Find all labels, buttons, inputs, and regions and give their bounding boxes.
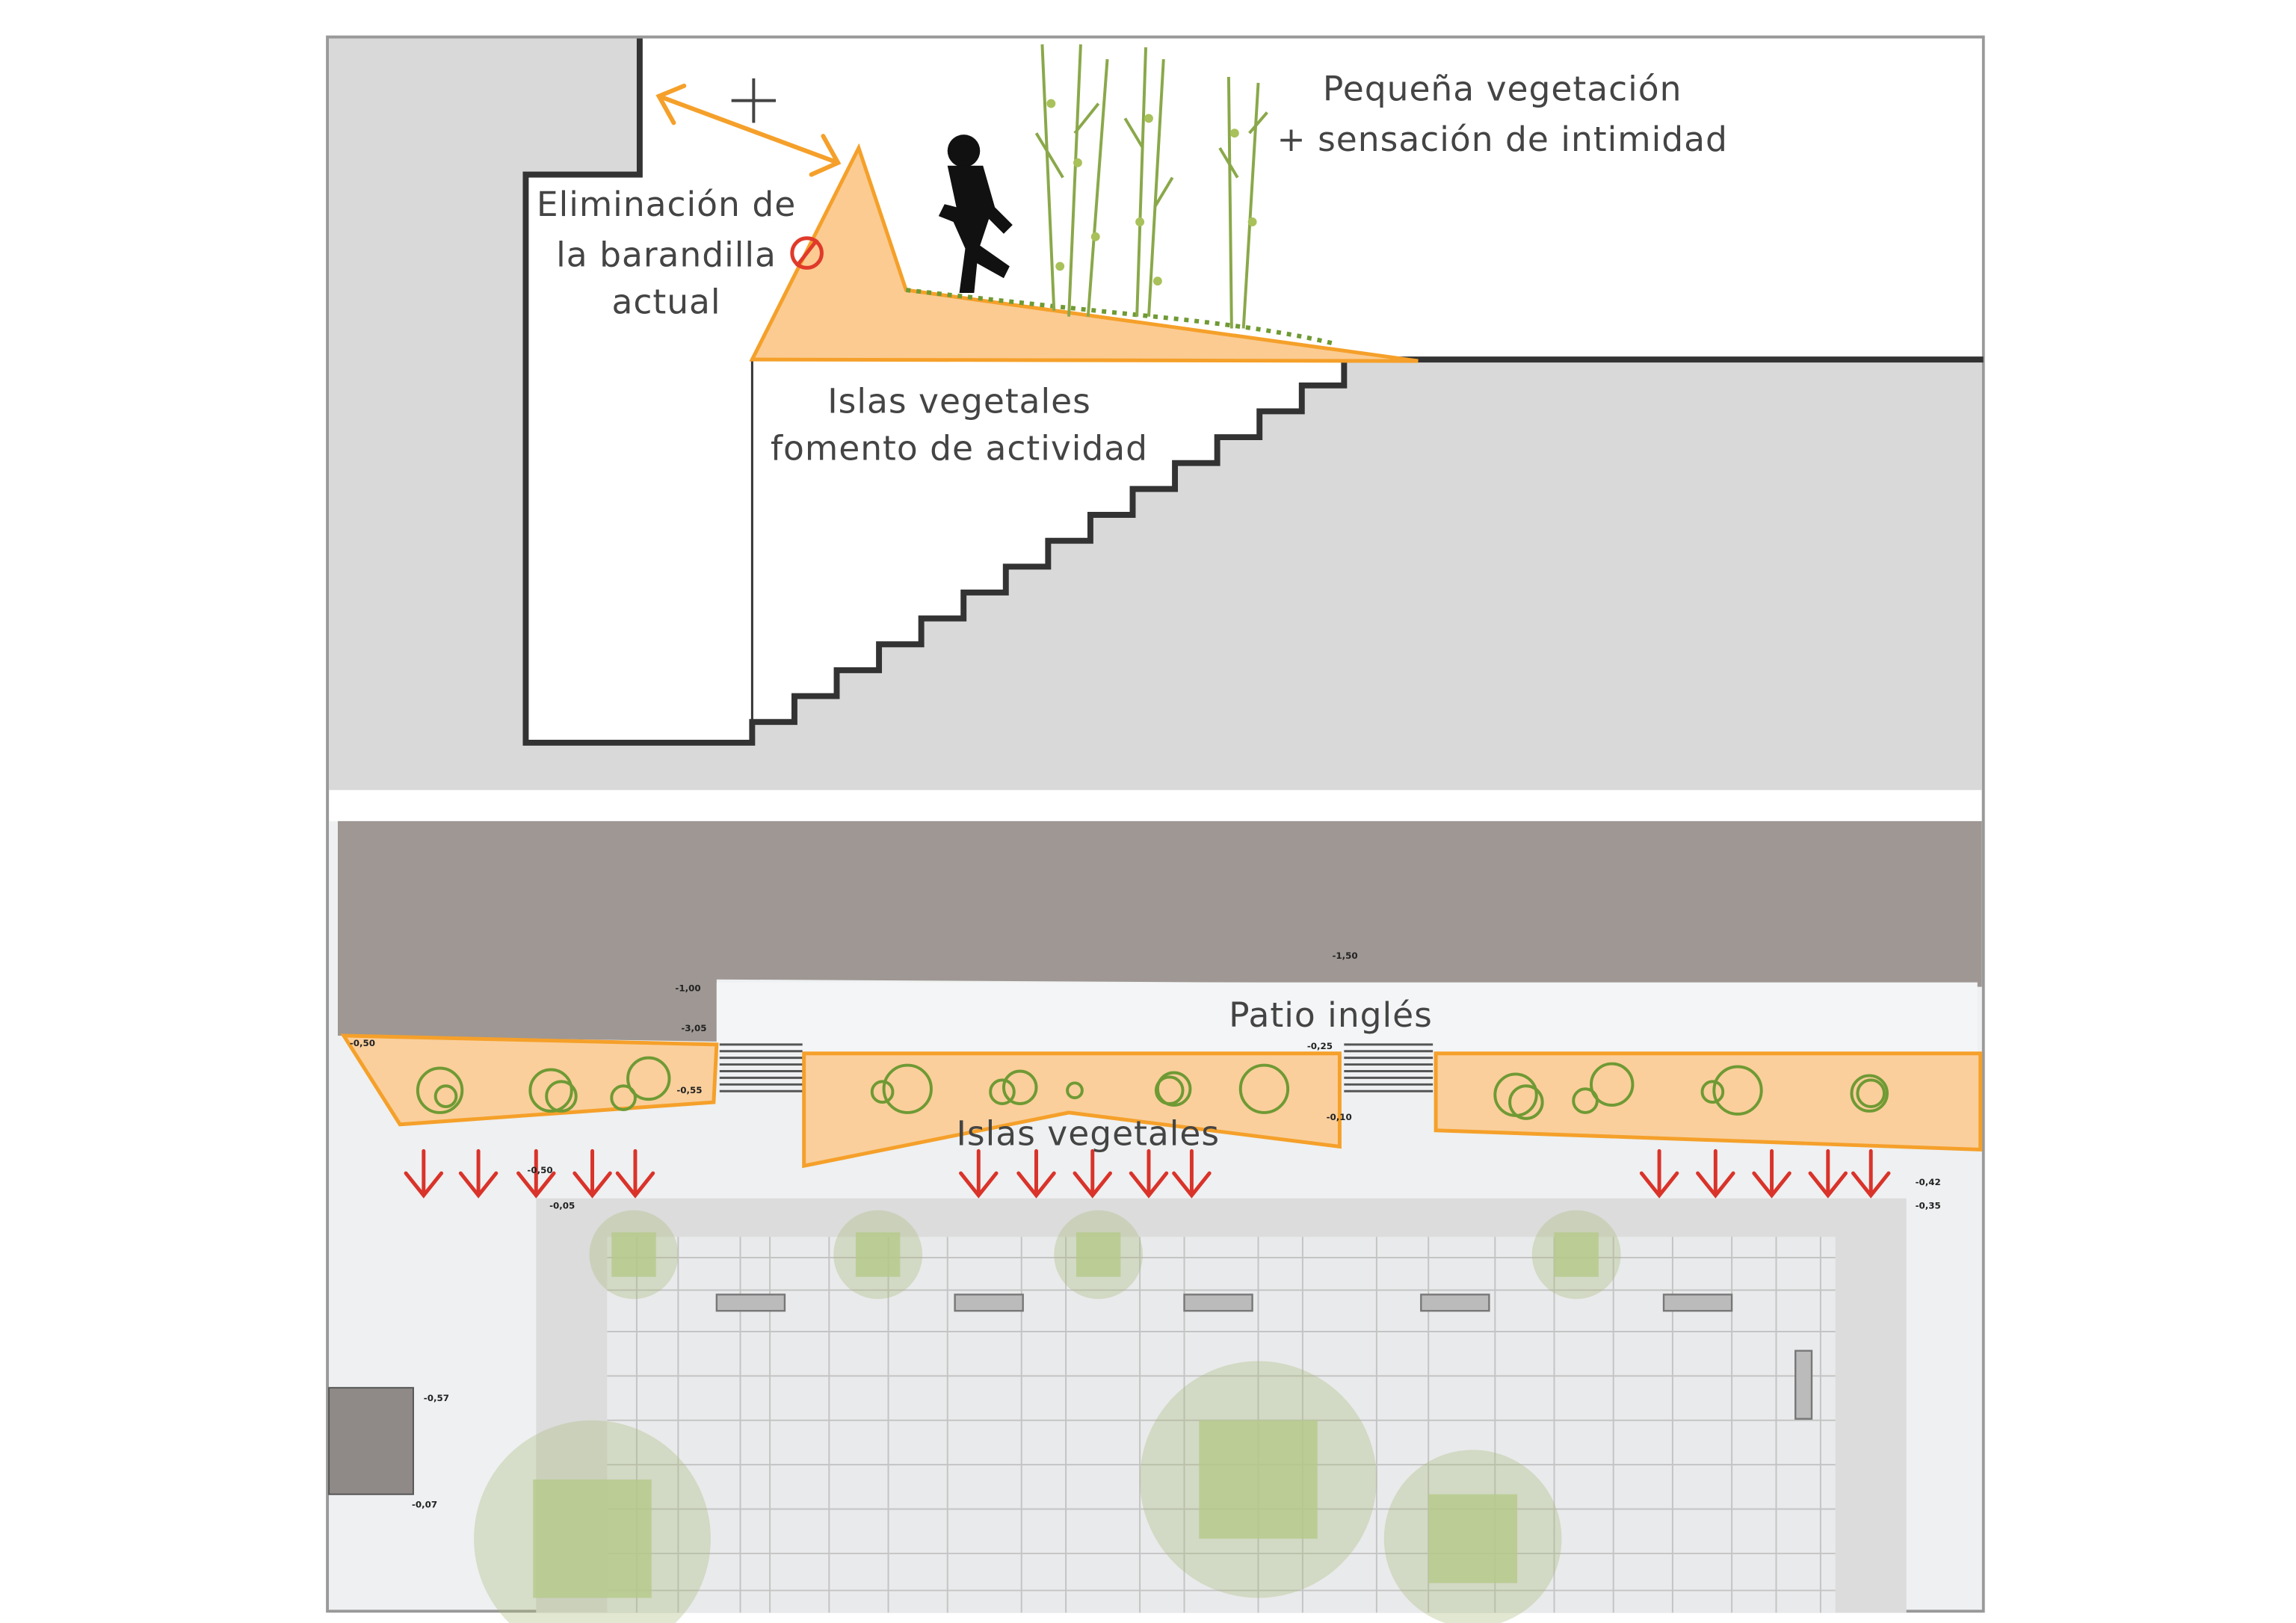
tree-pit	[1428, 1494, 1517, 1583]
vegetal-island-2	[802, 1051, 1342, 1169]
tree-circle	[626, 1056, 671, 1101]
arrow-down-icon	[959, 1149, 999, 1199]
islas-vegetales-label: Islas vegetales	[956, 1113, 1220, 1153]
railing-label-line-1: Eliminación de	[537, 185, 796, 224]
tree-circle	[610, 1084, 637, 1111]
islands-label-line-2: fomento de actividad	[771, 429, 1148, 469]
arrow-down-icon	[1808, 1149, 1848, 1199]
islands-label-line-1: Islas vegetales	[827, 381, 1091, 421]
level-label: -1,50	[1333, 950, 1358, 961]
railing-label-line-2: la barandilla	[556, 235, 777, 274]
tree-pit	[1076, 1232, 1121, 1277]
plaza-trees	[474, 1210, 1621, 1623]
level-label: -0,50	[527, 1165, 552, 1175]
grass-strip	[905, 288, 1333, 346]
tree-circle	[433, 1084, 458, 1108]
tree-circle	[1590, 1062, 1635, 1107]
level-label: -3,05	[681, 1023, 706, 1033]
tree-circle	[989, 1078, 1016, 1106]
arrow-down-icon	[1129, 1149, 1169, 1199]
tree-circle	[1572, 1087, 1599, 1114]
tree-pit	[611, 1232, 656, 1277]
section-wall-outline	[522, 38, 1348, 746]
tree-circle	[416, 1066, 464, 1114]
level-label: -0,42	[1916, 1177, 1941, 1187]
section-open-space	[525, 38, 1982, 743]
tree-circle	[882, 1063, 933, 1114]
level-label: -0,57	[424, 1393, 449, 1403]
arrow-down-icon	[1172, 1149, 1212, 1199]
plan-side-block	[328, 1387, 414, 1495]
patio-ingles-label: Patio inglés	[1229, 995, 1433, 1035]
level-label: -0,35	[1916, 1201, 1941, 1211]
tree-circle	[528, 1068, 573, 1113]
arrow-down-icon	[1696, 1149, 1735, 1199]
tree-circle	[1066, 1081, 1084, 1100]
access-arrows	[404, 1149, 1891, 1199]
arrow-down-icon	[516, 1149, 556, 1199]
removal-circle-icon	[790, 236, 824, 270]
patio-ingles-area	[716, 982, 1978, 1054]
vegetation-label-line-1: Pequeña vegetación	[1323, 69, 1682, 109]
tree-circle	[1850, 1074, 1889, 1113]
plants	[1034, 44, 1268, 329]
double-arrow-icon	[655, 83, 842, 177]
level-label: -0,25	[1307, 1041, 1333, 1051]
tree-pit	[1554, 1232, 1599, 1277]
plan-view: Patio inglés Islas vegetales -1,50 -1,00…	[328, 820, 1983, 1623]
arrow-down-icon	[1752, 1149, 1792, 1199]
arrow-down-icon	[404, 1149, 444, 1199]
tree-circle	[1002, 1069, 1038, 1106]
level-label: -1,00	[675, 983, 700, 994]
plant-leaves	[1046, 99, 1257, 286]
tree-pit	[855, 1232, 901, 1277]
tree-circle	[1856, 1078, 1886, 1108]
tree-pit	[533, 1479, 652, 1598]
arrow-down-icon	[573, 1149, 612, 1199]
tree-circle	[1154, 1075, 1185, 1106]
tree-circle	[1238, 1063, 1290, 1114]
level-label: -0,50	[350, 1038, 375, 1048]
level-label: -0,10	[1327, 1112, 1352, 1122]
plan-stairs	[719, 1043, 1434, 1092]
arrow-down-icon	[1639, 1149, 1679, 1199]
level-label: -0,07	[412, 1500, 437, 1510]
tree-circle	[545, 1080, 578, 1113]
tree-circle	[1700, 1080, 1725, 1104]
plus-icon	[731, 78, 777, 123]
arrow-down-icon	[615, 1149, 655, 1199]
arrow-down-icon	[1851, 1149, 1891, 1199]
arrow-down-icon	[458, 1149, 499, 1199]
level-label: -0,55	[676, 1085, 702, 1095]
tree-circle	[1508, 1084, 1544, 1120]
person-silhouette-icon	[938, 135, 1013, 294]
vegetation-label-line-2: + sensación de intimidad	[1277, 120, 1728, 159]
tree-circle	[870, 1080, 895, 1104]
tree-circle	[1712, 1065, 1763, 1116]
benches	[715, 1293, 1813, 1420]
arrow-down-icon	[1016, 1149, 1056, 1199]
tree-pit	[1199, 1420, 1318, 1539]
arrow-down-icon	[1073, 1149, 1112, 1199]
street-band	[329, 820, 1982, 1042]
level-label: -0,05	[549, 1201, 575, 1211]
section-view: Eliminación de la barandilla actual Pequ…	[329, 38, 1984, 791]
island-tree-circles	[416, 1056, 1889, 1120]
railing-label-line-3: actual	[611, 282, 720, 322]
